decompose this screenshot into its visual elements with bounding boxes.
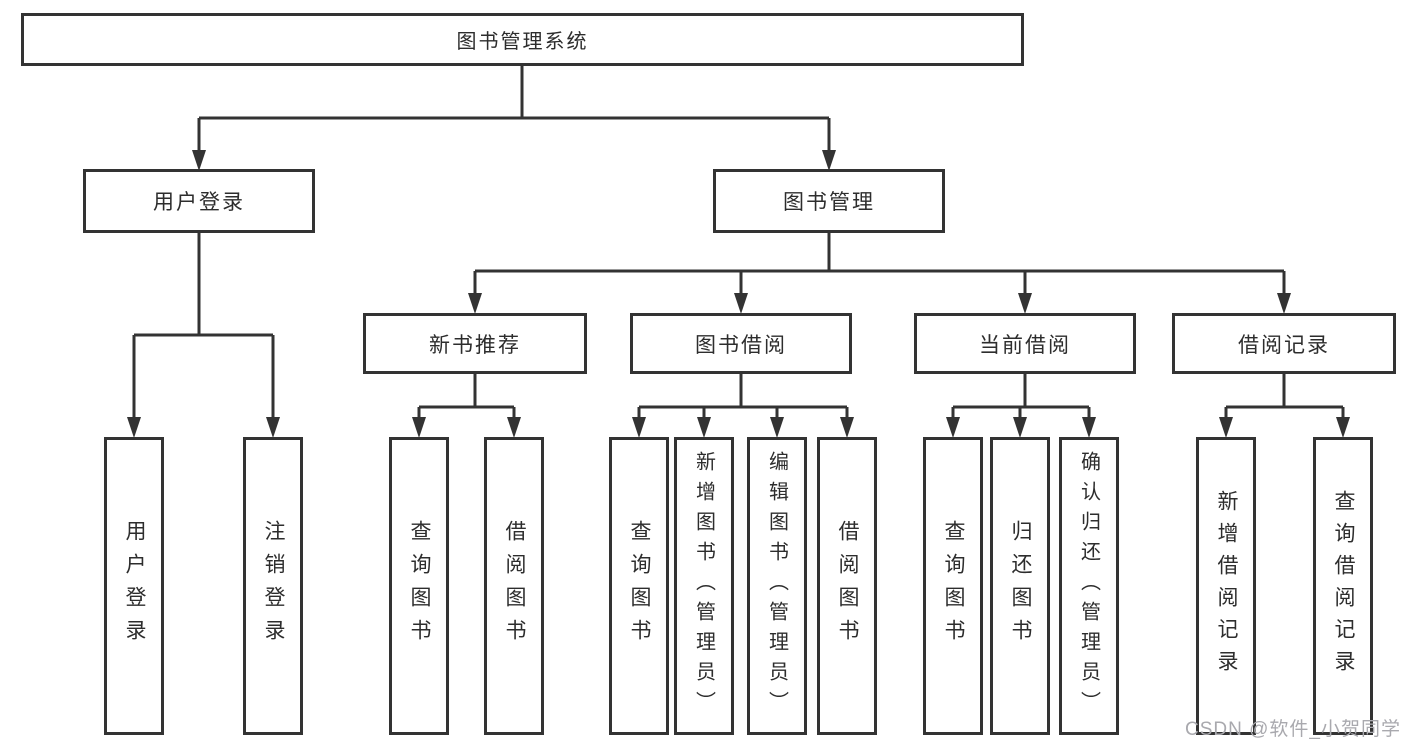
leaf-confirm-return-admin: 确认归还（管理员）	[1059, 437, 1119, 735]
node-label: 归还图书	[1009, 520, 1032, 652]
csdn-watermark: CSDN @软件_小贺同学	[1185, 719, 1401, 740]
node-label: 新书推荐	[429, 333, 521, 357]
leaf-query-borrow-record: 查询借阅记录	[1313, 437, 1373, 735]
leaf-add-books-admin: 新增图书（管理员）	[674, 437, 734, 735]
node-book-borrowing: 图书借阅	[630, 313, 852, 374]
node-borrow-records: 借阅记录	[1172, 313, 1396, 374]
node-label: 借阅图书	[836, 520, 859, 652]
node-label: 查询图书	[408, 520, 431, 652]
leaf-query-books-borrowing: 查询图书	[609, 437, 669, 735]
node-label: 编辑图书（管理员）	[765, 451, 788, 721]
leaf-edit-books-admin: 编辑图书（管理员）	[747, 437, 807, 735]
node-book-management: 图书管理	[713, 169, 945, 233]
leaf-add-borrow-record: 新增借阅记录	[1196, 437, 1256, 735]
node-label: 图书借阅	[695, 333, 787, 357]
node-user-login: 用户登录	[83, 169, 315, 233]
node-label: 图书管理系统	[456, 31, 589, 53]
node-label: 用户登录	[123, 520, 146, 652]
node-current-borrowing: 当前借阅	[914, 313, 1136, 374]
leaf-logout: 注销登录	[243, 437, 303, 735]
node-library-management-system: 图书管理系统	[21, 13, 1024, 66]
node-label: 借阅记录	[1238, 333, 1330, 357]
node-label: 用户登录	[153, 191, 245, 214]
node-label: 图书管理	[783, 191, 875, 214]
node-label: 查询图书	[942, 520, 965, 652]
leaf-query-books-current: 查询图书	[923, 437, 983, 735]
leaf-borrow-books: 借阅图书	[817, 437, 877, 735]
node-label: 新增借阅记录	[1215, 490, 1238, 682]
node-label: 新增图书（管理员）	[692, 451, 715, 721]
node-label: 注销登录	[262, 520, 285, 652]
node-new-book-recommend: 新书推荐	[363, 313, 587, 374]
node-label: 确认归还（管理员）	[1077, 451, 1100, 721]
leaf-borrow-books-recommend: 借阅图书	[484, 437, 544, 735]
node-label: 当前借阅	[979, 333, 1071, 357]
node-label: 查询借阅记录	[1332, 490, 1355, 682]
node-label: 查询图书	[628, 520, 651, 652]
leaf-query-books-recommend: 查询图书	[389, 437, 449, 735]
leaf-return-books: 归还图书	[990, 437, 1050, 735]
leaf-user-login: 用户登录	[104, 437, 164, 735]
node-label: 借阅图书	[503, 520, 526, 652]
